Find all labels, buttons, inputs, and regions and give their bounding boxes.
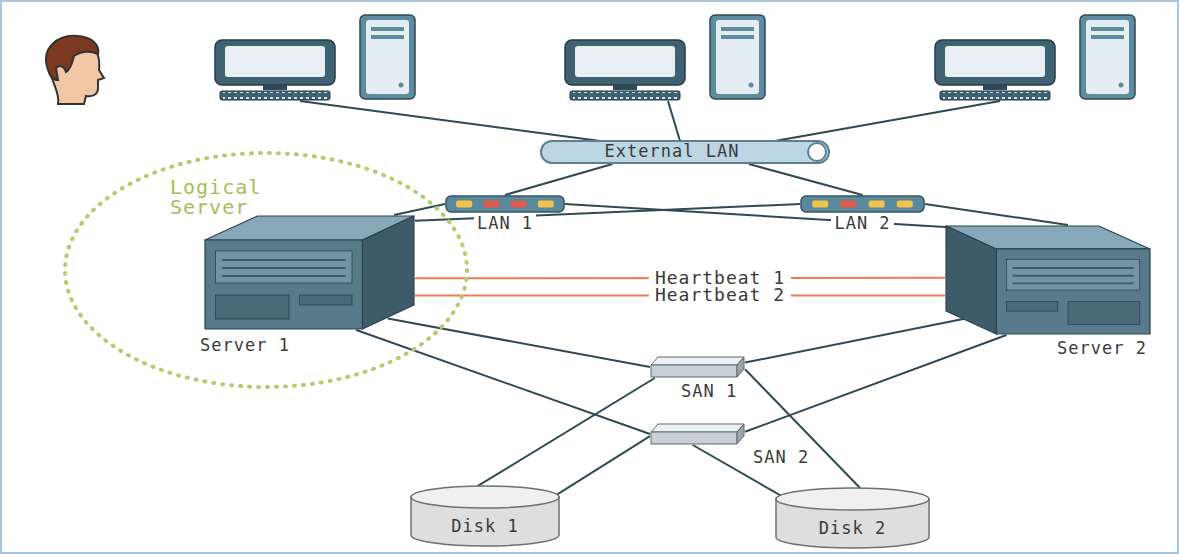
link-label: Heartbeat 2 [649,285,791,306]
node-label: SAN 2 [750,448,812,468]
network-link [505,164,613,195]
node-shape [775,487,930,549]
node-label: LAN 2 [831,214,893,234]
lan-bus: External LAN [540,140,830,164]
node-shape [205,215,415,330]
node-label: LAN 1 [474,214,536,234]
disk-cylinder: Disk 2 [775,487,930,549]
node-label: Server 2 [1054,339,1150,359]
node-label: Server 1 [197,336,293,356]
node-shape [800,195,925,213]
node-shape [650,423,745,445]
node-shape [445,195,565,213]
workstation [565,15,765,100]
node-label: External LAN [605,142,740,162]
workstation [215,15,415,100]
network-link [745,319,966,363]
network-link [745,369,860,488]
network-switch: LAN 1 [445,195,565,213]
node-label: SAN 1 [678,382,740,402]
network-link [478,378,655,486]
network-link [749,164,863,195]
client-link [668,101,680,141]
workstation [935,15,1135,100]
node-label: Disk 2 [819,519,886,539]
san-switch: SAN 2 [650,423,745,445]
client-link [775,101,1000,141]
node-label: Disk 1 [451,517,518,537]
user-head [46,36,104,104]
client-link [300,101,600,141]
logical-server-group: Logical ServerServer 1 [62,150,470,390]
network-link [925,204,1068,225]
network-link [745,335,1007,432]
server-box: Server 2 [945,225,1150,335]
network-link [356,330,650,434]
network-link [388,319,650,368]
node-label: Logical Server [170,177,288,217]
network-link [553,436,651,497]
node-shape [410,485,560,547]
network-switch: LAN 2 [800,195,925,213]
node-shape [945,225,1150,335]
server-box: Server 1 [205,215,415,330]
disk-cylinder: Disk 1 [410,485,560,547]
san-switch: SAN 1 [650,356,745,378]
node-shape [650,356,745,378]
